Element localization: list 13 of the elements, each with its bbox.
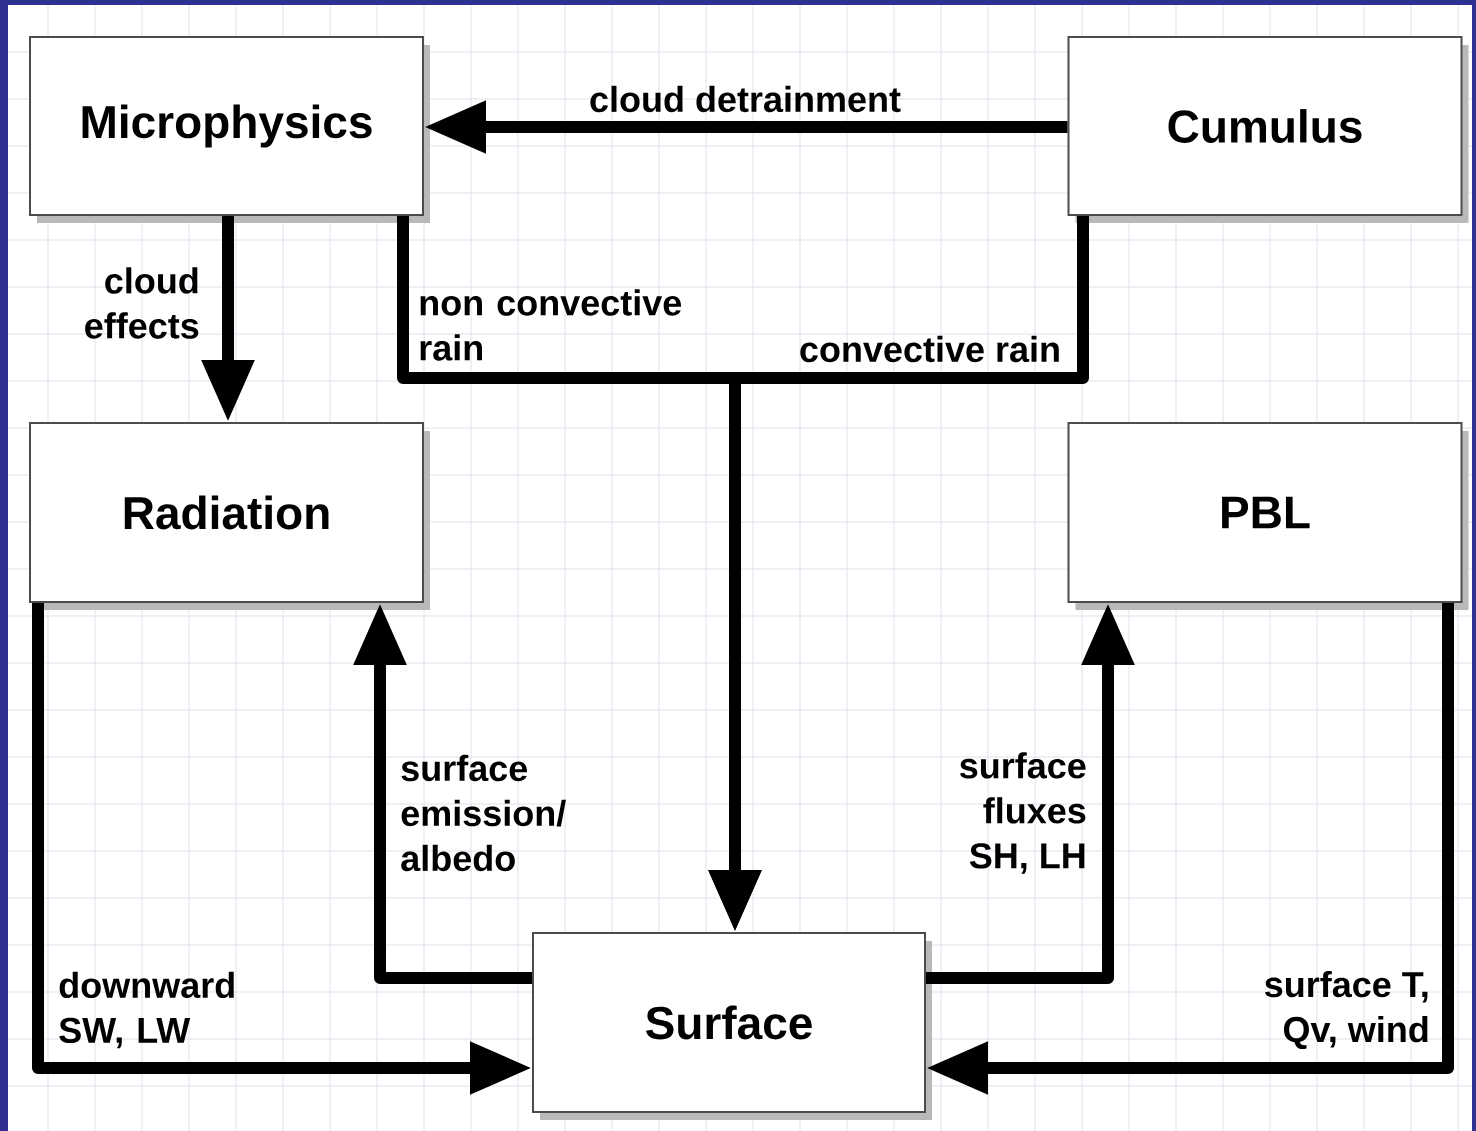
process-box: Radiation [29, 422, 430, 610]
edge-label: surface fluxes SH, LH [960, 752, 1086, 874]
process-box: Microphysics [29, 36, 430, 223]
edge-label: non convective rain [420, 289, 682, 361]
edge-label: convective rain [800, 335, 1059, 363]
process-box: Surface [532, 932, 932, 1120]
edge-label: cloud detrainment [590, 85, 901, 113]
process-box: Cumulus [1067, 36, 1469, 223]
edge-label: downward SW, LW [59, 971, 234, 1049]
edge-label: cloud effects [85, 267, 199, 339]
edge-label: surface T, Qv, wind [1265, 970, 1428, 1050]
process-box: PBL [1067, 422, 1469, 610]
edge-label: surface emission/ albedo [401, 754, 566, 872]
